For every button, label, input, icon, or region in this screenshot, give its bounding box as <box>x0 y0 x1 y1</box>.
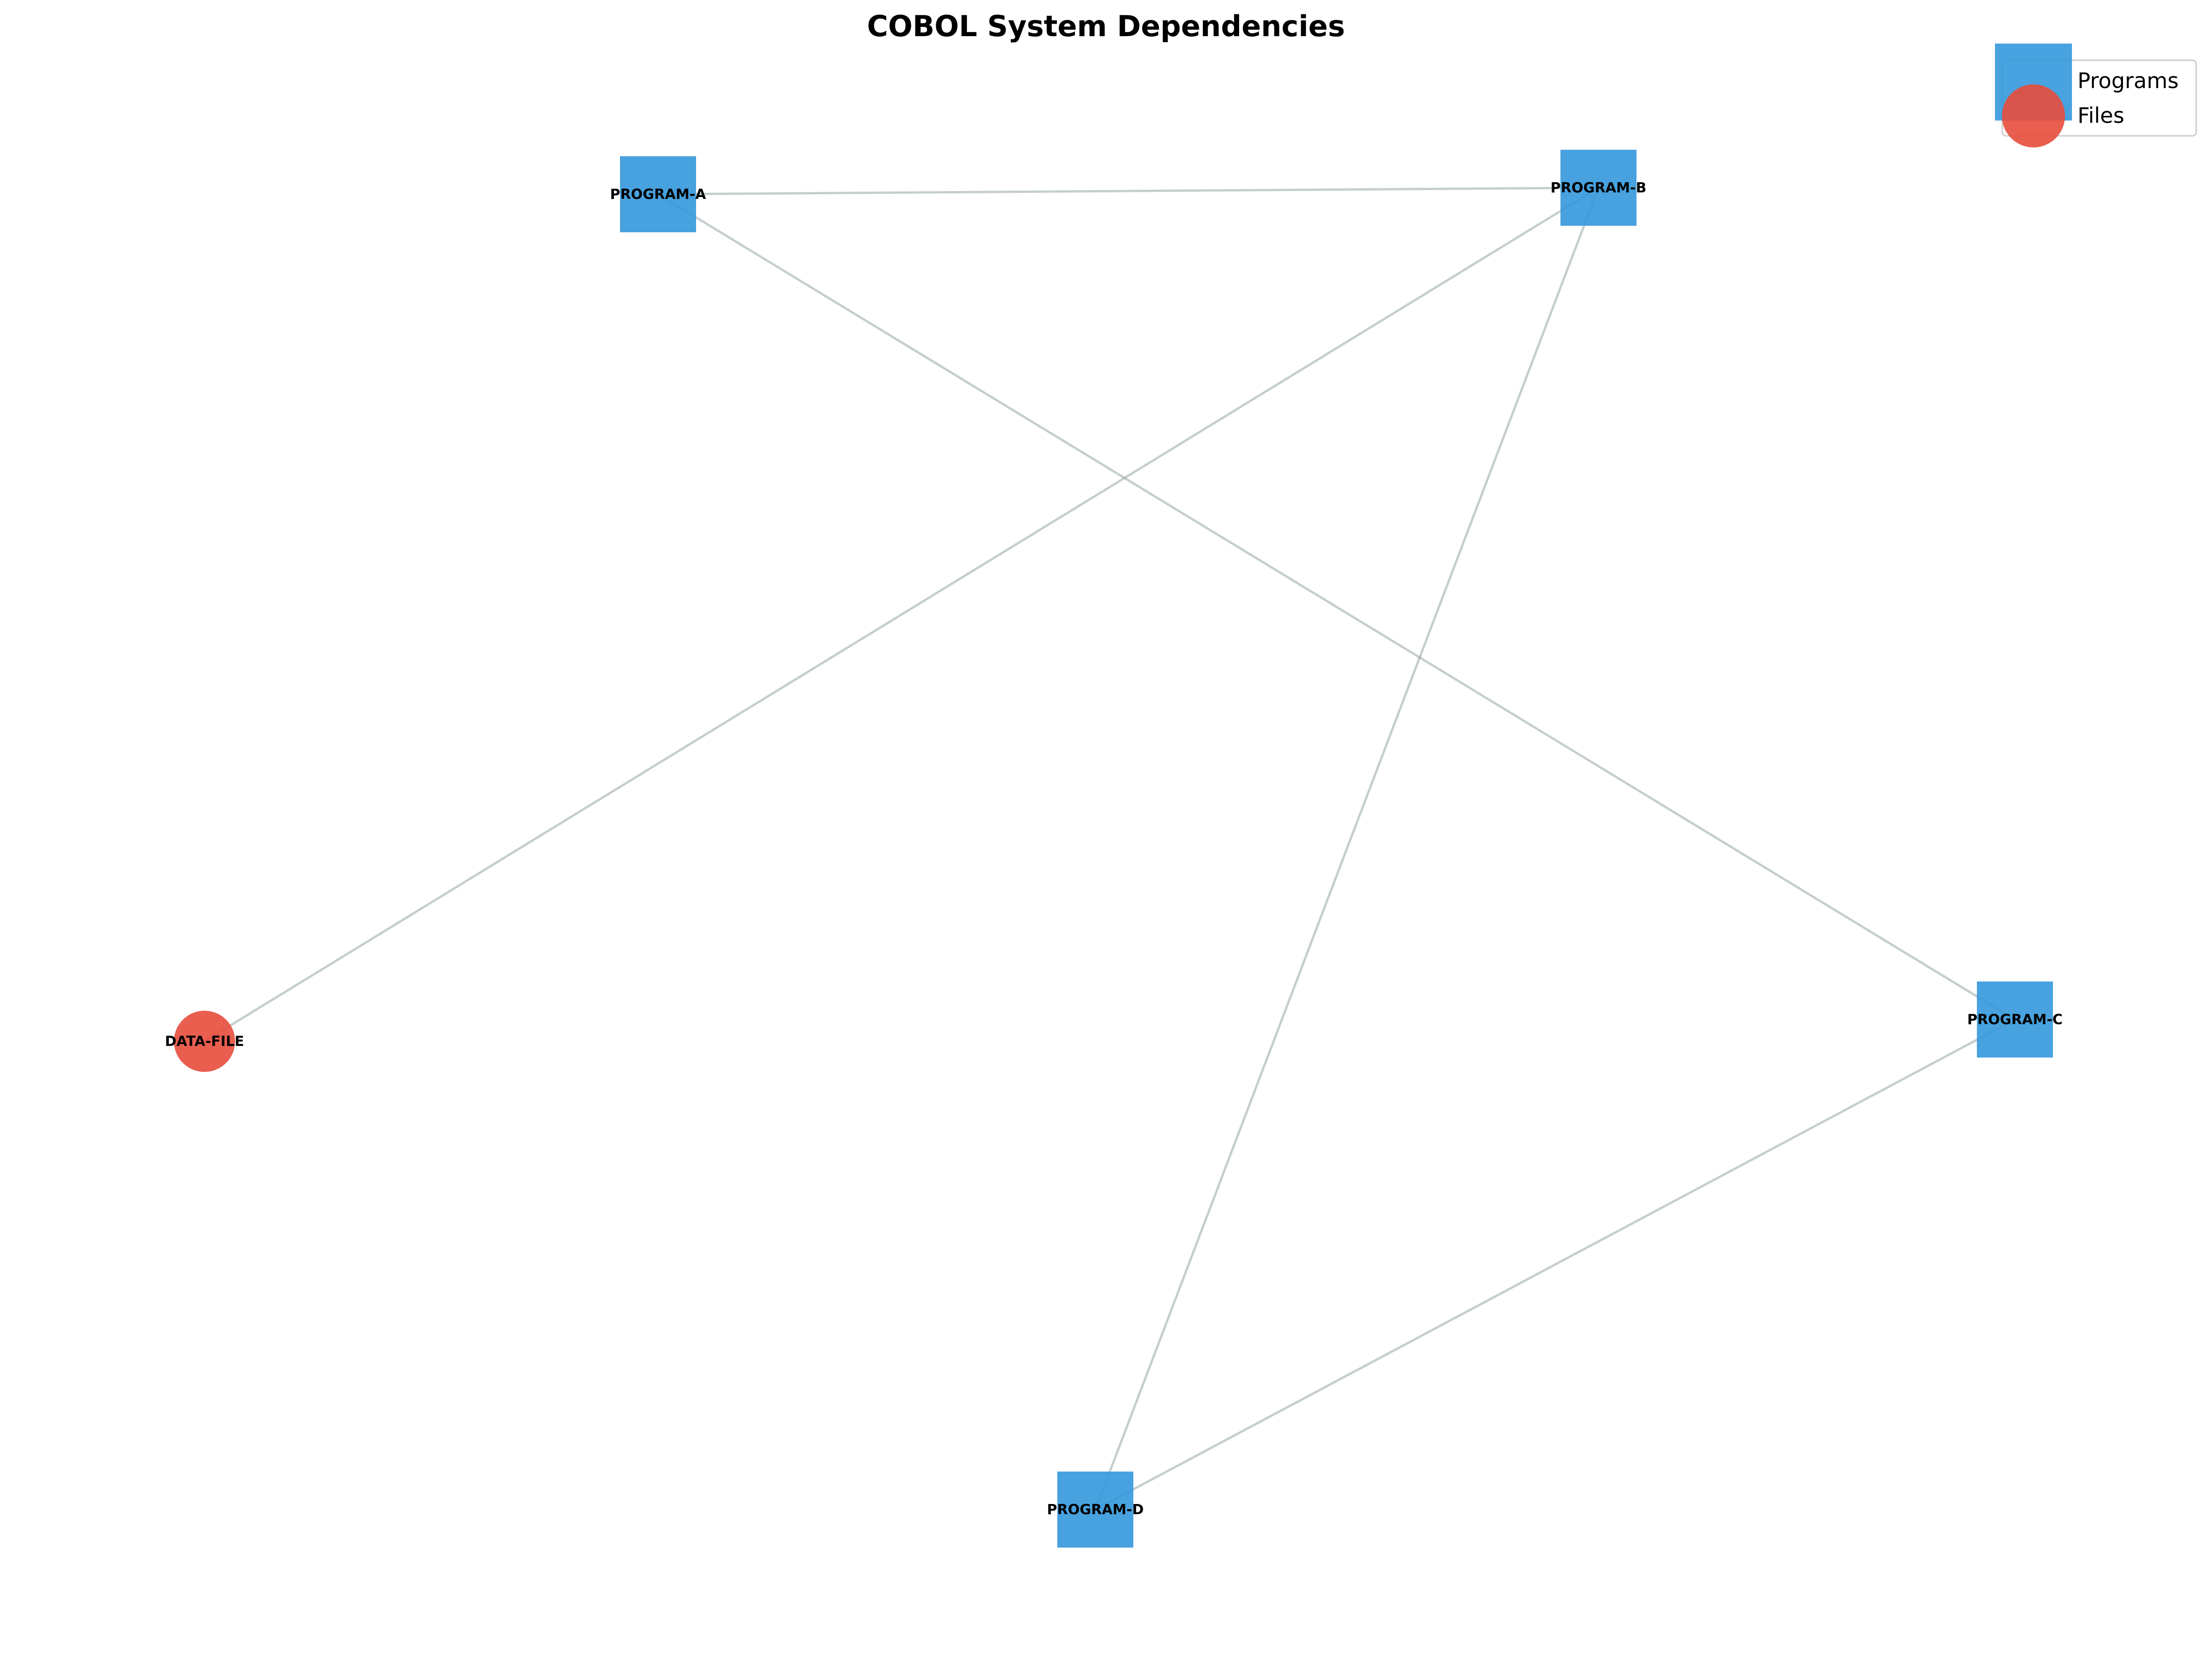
node-program-c[interactable]: PROGRAM-C <box>1967 981 2063 1058</box>
edges-layer <box>204 186 2016 1511</box>
node-program-d[interactable]: PROGRAM-D <box>1047 1472 1144 1548</box>
legend-programs-label: Programs <box>2078 68 2179 93</box>
node-label: PROGRAM-C <box>1967 1012 2063 1028</box>
edge-program-b-to-program-d <box>1094 187 1600 1510</box>
node-label: PROGRAM-D <box>1047 1502 1144 1518</box>
node-label: PROGRAM-A <box>610 186 706 203</box>
legend-file-swatch <box>2002 84 2065 147</box>
node-program-a[interactable]: PROGRAM-A <box>610 156 706 232</box>
legend-files-label: Files <box>2078 103 2124 128</box>
file-node-shape <box>174 1011 235 1072</box>
edge-program-c-to-program-d <box>1094 1018 2016 1511</box>
program-node-shape <box>1057 1472 1133 1548</box>
edge-program-a-to-program-b <box>658 186 1599 196</box>
node-label: DATA-FILE <box>165 1033 244 1050</box>
nodes-layer: PROGRAM-A PROGRAM-B PROGRAM-C PROGRAM-D DATA… <box>165 150 2063 1548</box>
node-label: PROGRAM-B <box>1551 180 1647 196</box>
program-node-shape <box>620 156 696 232</box>
page-title: COBOL System Dependencies <box>867 9 1345 43</box>
edge-program-b-to-data-file <box>204 186 1599 1043</box>
program-node-shape <box>1560 150 1637 226</box>
edge-program-a-to-program-c <box>657 193 2016 1021</box>
node-program-b[interactable]: PROGRAM-B <box>1551 150 1647 226</box>
program-node-shape <box>1977 981 2053 1058</box>
node-data-file[interactable]: DATA-FILE <box>165 1011 244 1072</box>
legend: Programs Files <box>1995 44 2197 147</box>
